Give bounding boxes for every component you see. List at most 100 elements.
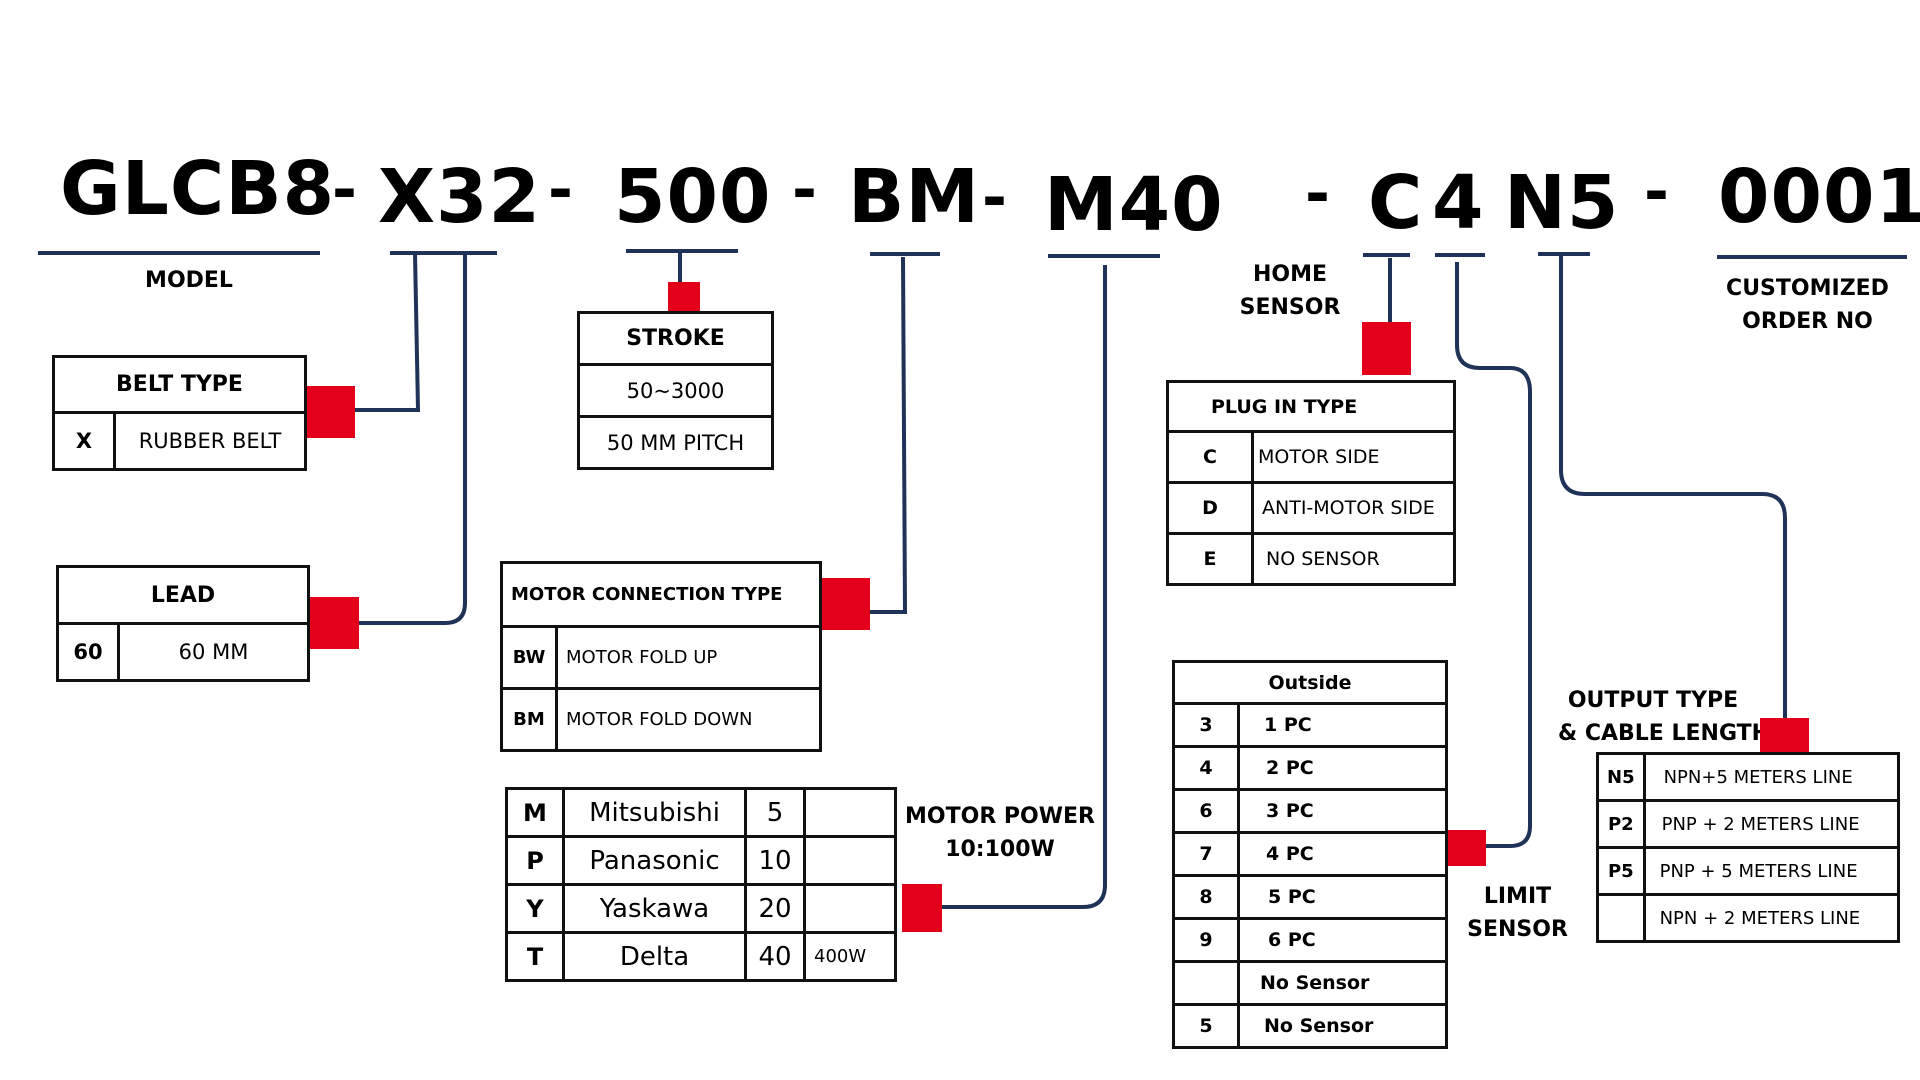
label-model: MODEL bbox=[145, 268, 233, 293]
motor-brand: Panasonic bbox=[562, 835, 747, 886]
separator: - bbox=[1644, 157, 1669, 227]
code-motor: M40 bbox=[1044, 162, 1224, 248]
limit-desc: 1 PC bbox=[1237, 702, 1448, 748]
code-output-type: N5 bbox=[1504, 160, 1620, 246]
motor-brand: Yaskawa bbox=[562, 883, 747, 934]
wire-belt-type bbox=[355, 252, 421, 412]
plug-in-type-table: PLUG IN TYPE C MOTOR SIDE D ANTI-MOTOR S… bbox=[1166, 380, 1456, 586]
connector-motor-power bbox=[902, 884, 942, 932]
table-row: 6 3 PC bbox=[1172, 788, 1448, 834]
separator: - bbox=[1305, 159, 1330, 229]
label-customized-order-no: CUSTOMIZED ORDER NO bbox=[1726, 276, 1889, 334]
motor-connection-desc: MOTOR FOLD UP bbox=[555, 625, 822, 690]
limit-desc: 4 PC bbox=[1237, 831, 1448, 877]
limit-code: 8 bbox=[1172, 874, 1240, 920]
limit-code: 9 bbox=[1172, 917, 1240, 963]
table-row: C MOTOR SIDE bbox=[1166, 430, 1456, 484]
motor-code: P bbox=[505, 835, 565, 886]
limit-desc: 2 PC bbox=[1237, 745, 1448, 791]
motor-brand: Delta bbox=[562, 931, 747, 982]
plug-in-code: C bbox=[1166, 430, 1254, 484]
motor-power-value: 20 bbox=[744, 883, 806, 934]
wire-lead bbox=[358, 253, 467, 625]
limit-desc: 5 PC bbox=[1237, 874, 1448, 920]
table-row: P Panasonic 10 bbox=[505, 835, 897, 886]
plug-in-code: E bbox=[1166, 532, 1254, 586]
limit-desc: No Sensor bbox=[1237, 1003, 1448, 1049]
table-row: Y Yaskawa 20 bbox=[505, 883, 897, 934]
belt-type-table: BELT TYPE X RUBBER BELT bbox=[52, 355, 307, 471]
output-desc: PNP + 2 METERS LINE bbox=[1642, 799, 1901, 849]
connector-output-type bbox=[1760, 718, 1809, 752]
lead-desc: 60 MM bbox=[117, 622, 310, 682]
table-row: P5 PNP + 5 METERS LINE bbox=[1596, 846, 1901, 896]
limit-desc: 3 PC bbox=[1237, 788, 1448, 834]
limit-sensor-table: Outside 3 1 PC 4 2 PC 6 3 PC 7 4 PC 8 5 … bbox=[1172, 660, 1448, 1049]
motor-brand-table: M Mitsubishi 5 P Panasonic 10 Y Yaskawa … bbox=[505, 787, 897, 982]
wire-output-type bbox=[1559, 254, 1787, 720]
table-row: 60 60 MM bbox=[56, 622, 310, 682]
table-row: BW MOTOR FOLD UP bbox=[500, 625, 822, 690]
belt-type-code: X bbox=[52, 411, 116, 471]
separator: - bbox=[982, 163, 1007, 233]
wire-motor-connection bbox=[868, 256, 908, 614]
belt-type-title: BELT TYPE bbox=[52, 355, 307, 414]
output-desc: NPN+5 METERS LINE bbox=[1642, 752, 1901, 802]
connector-belt-type bbox=[305, 386, 355, 438]
wire-motor-power bbox=[940, 265, 1107, 909]
motor-brand: Mitsubishi bbox=[562, 787, 747, 838]
output-code: P5 bbox=[1596, 846, 1646, 896]
table-row: 50 MM PITCH bbox=[577, 415, 774, 470]
stroke-pitch: 50 MM PITCH bbox=[577, 415, 774, 470]
table-row: X RUBBER BELT bbox=[52, 411, 307, 471]
separator: - bbox=[332, 155, 357, 225]
motor-power-value: 40 bbox=[744, 931, 806, 982]
limit-desc: 6 PC bbox=[1237, 917, 1448, 963]
limit-code bbox=[1172, 960, 1240, 1006]
table-row: 9 6 PC bbox=[1172, 917, 1448, 963]
motor-extra bbox=[803, 787, 897, 838]
lead-title: LEAD bbox=[56, 565, 310, 625]
motor-connection-code: BW bbox=[500, 625, 558, 690]
output-desc: NPN + 2 METERS LINE bbox=[1642, 893, 1901, 943]
table-row: No Sensor bbox=[1172, 960, 1448, 1006]
stroke-range: 50~3000 bbox=[577, 363, 774, 418]
label-home-sensor: HOME SENSOR bbox=[1239, 262, 1341, 320]
table-row: 7 4 PC bbox=[1172, 831, 1448, 877]
table-row: E NO SENSOR bbox=[1166, 532, 1456, 586]
motor-power-value: 5 bbox=[744, 787, 806, 838]
table-row: T Delta 40 400W bbox=[505, 931, 897, 982]
motor-extra bbox=[803, 883, 897, 934]
motor-code: T bbox=[505, 931, 565, 982]
table-row: D ANTI-MOTOR SIDE bbox=[1166, 481, 1456, 535]
belt-type-desc: RUBBER BELT bbox=[113, 411, 307, 471]
output-type-table: N5 NPN+5 METERS LINE P2 PNP + 2 METERS L… bbox=[1596, 752, 1901, 943]
limit-code: 5 bbox=[1172, 1003, 1240, 1049]
code-motor-connection: BM bbox=[848, 154, 981, 240]
code-home-sensor: C bbox=[1368, 160, 1424, 246]
connector-stroke bbox=[668, 282, 700, 312]
label-output-type: OUTPUT TYPE & CABLE LENGTH bbox=[1558, 688, 1771, 746]
table-row: 50~3000 bbox=[577, 363, 774, 418]
plug-in-desc: ANTI-MOTOR SIDE bbox=[1251, 481, 1456, 535]
table-row: 3 1 PC bbox=[1172, 702, 1448, 748]
table-row: N5 NPN+5 METERS LINE bbox=[1596, 752, 1901, 802]
motor-extra bbox=[803, 835, 897, 886]
code-order-no: 0001 bbox=[1718, 154, 1920, 240]
output-desc: PNP + 5 METERS LINE bbox=[1642, 846, 1901, 896]
plug-in-code: D bbox=[1166, 481, 1254, 535]
table-row: P2 PNP + 2 METERS LINE bbox=[1596, 799, 1901, 849]
motor-extra: 400W bbox=[803, 931, 897, 982]
motor-connection-desc: MOTOR FOLD DOWN bbox=[555, 687, 822, 752]
motor-connection-table: MOTOR CONNECTION TYPE BW MOTOR FOLD UP B… bbox=[500, 561, 822, 752]
table-row: NPN + 2 METERS LINE bbox=[1596, 893, 1901, 943]
lead-table: LEAD 60 60 MM bbox=[56, 565, 310, 682]
stroke-title: STROKE bbox=[577, 311, 774, 366]
motor-code: Y bbox=[505, 883, 565, 934]
limit-code: 7 bbox=[1172, 831, 1240, 877]
separator: - bbox=[548, 155, 573, 225]
separator: - bbox=[792, 155, 817, 225]
wire-limit-sensor bbox=[1455, 262, 1532, 848]
code-model: GLCB8 bbox=[60, 146, 336, 232]
